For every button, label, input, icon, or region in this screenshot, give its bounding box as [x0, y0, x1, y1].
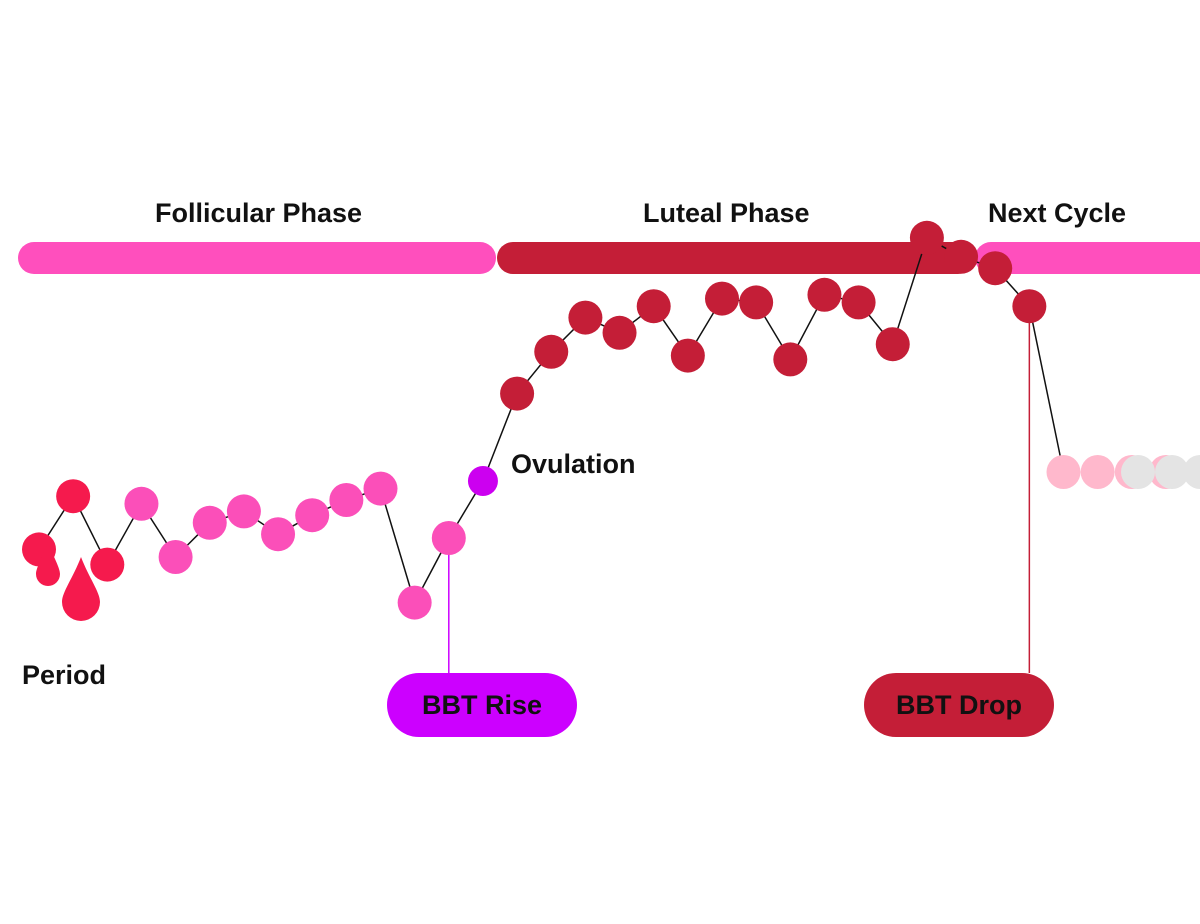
bbt-point — [773, 342, 808, 377]
bbt-rise-badge: BBT Rise — [387, 673, 577, 737]
bbt-point — [739, 285, 774, 320]
bbt-point — [944, 239, 979, 274]
future-point — [1121, 455, 1155, 489]
bbt-point — [500, 376, 535, 411]
bbt-point — [295, 498, 330, 533]
period-label: Period — [22, 660, 107, 690]
bbt-point — [124, 486, 159, 521]
bbt-line-segment — [379, 488, 416, 603]
bbt-point — [875, 327, 910, 362]
bbt-point — [56, 479, 91, 514]
bbt-point — [534, 334, 569, 369]
future-point — [1155, 455, 1189, 489]
bbt-point — [705, 281, 739, 316]
follicular-phase-bar — [18, 242, 496, 274]
next-cycle-bar — [975, 242, 1200, 274]
next-cycle-label: Next Cycle — [988, 198, 1127, 228]
bbt-point — [978, 251, 1013, 286]
bbt-points — [22, 220, 1200, 620]
bbt-point — [670, 338, 705, 373]
bbt-point — [397, 585, 432, 620]
bbt-point — [431, 521, 466, 555]
bbt-point — [636, 289, 671, 324]
bbt-point — [909, 220, 944, 255]
bbt-point — [602, 315, 637, 350]
ovulation-point — [467, 466, 498, 496]
bbt-point — [807, 277, 842, 312]
period-drops-icon — [36, 542, 100, 621]
bbt-point — [1012, 289, 1047, 324]
next-cycle-point — [1080, 455, 1115, 489]
bbt-point — [158, 540, 193, 574]
ovulation-label: Ovulation — [511, 449, 636, 479]
bbt-line-segment — [1028, 306, 1065, 473]
bbt-point — [192, 505, 227, 540]
bbt-point — [363, 471, 398, 506]
bbt-point — [568, 300, 603, 335]
bbt-point — [329, 483, 364, 517]
bbt-drop-badge: BBT Drop — [864, 673, 1054, 737]
next-cycle-point — [1046, 455, 1081, 489]
bbt-point — [261, 517, 296, 552]
bbt-point — [90, 547, 125, 582]
bbt-point — [841, 285, 876, 320]
follicular-phase-label: Follicular Phase — [155, 198, 363, 228]
next-cycle-point — [1183, 455, 1200, 489]
bbt-point — [226, 494, 261, 529]
bbt-line-segment — [892, 237, 928, 345]
luteal-phase-bar — [497, 242, 974, 274]
luteal-phase-label: Luteal Phase — [643, 198, 810, 228]
